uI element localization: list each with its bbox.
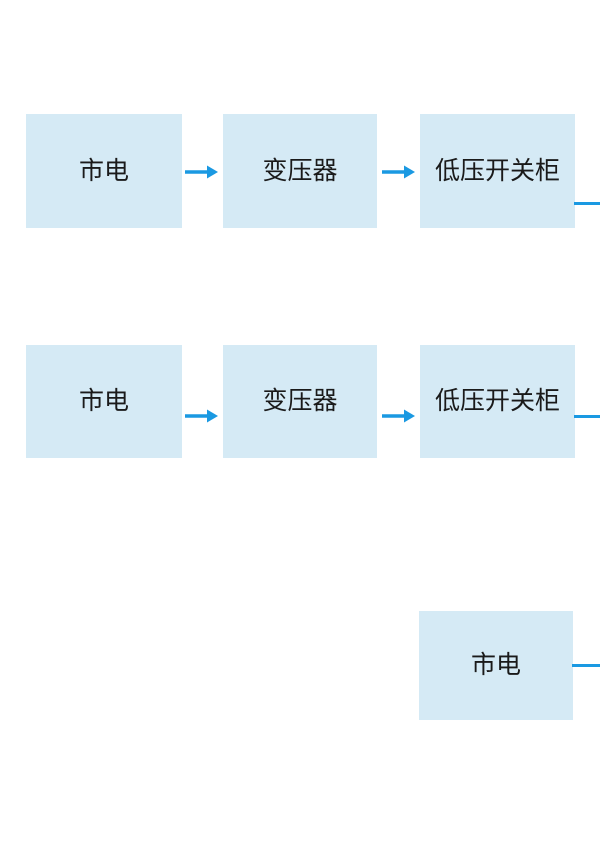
node-transformer-row2: 变压器 <box>223 345 377 458</box>
node-label: 市电 <box>78 156 129 185</box>
node-mains-power-row1: 市电 <box>26 114 182 228</box>
node-label: 低压开关柜 <box>434 387 560 415</box>
node-lv-switchgear-row1: 低压开关柜 <box>420 114 575 228</box>
node-label: 市电 <box>78 387 129 415</box>
node-label: 变压器 <box>262 387 338 415</box>
connector-line-right-row1 <box>574 202 600 205</box>
arrow-right-icon <box>185 165 218 179</box>
node-label: 变压器 <box>262 156 338 185</box>
connector-line-right-row3 <box>572 664 600 667</box>
node-mains-power-row3: 市电 <box>419 611 573 720</box>
node-lv-switchgear-row2: 低压开关柜 <box>420 345 575 458</box>
node-label: 市电 <box>470 651 521 679</box>
arrow-right-icon <box>185 409 218 423</box>
arrow-right-icon <box>382 409 415 423</box>
node-transformer-row1: 变压器 <box>223 114 377 228</box>
node-label: 低压开关柜 <box>434 156 560 185</box>
connector-line-right-row2 <box>574 415 600 418</box>
arrow-right-icon <box>382 165 415 179</box>
node-mains-power-row2: 市电 <box>26 345 182 458</box>
